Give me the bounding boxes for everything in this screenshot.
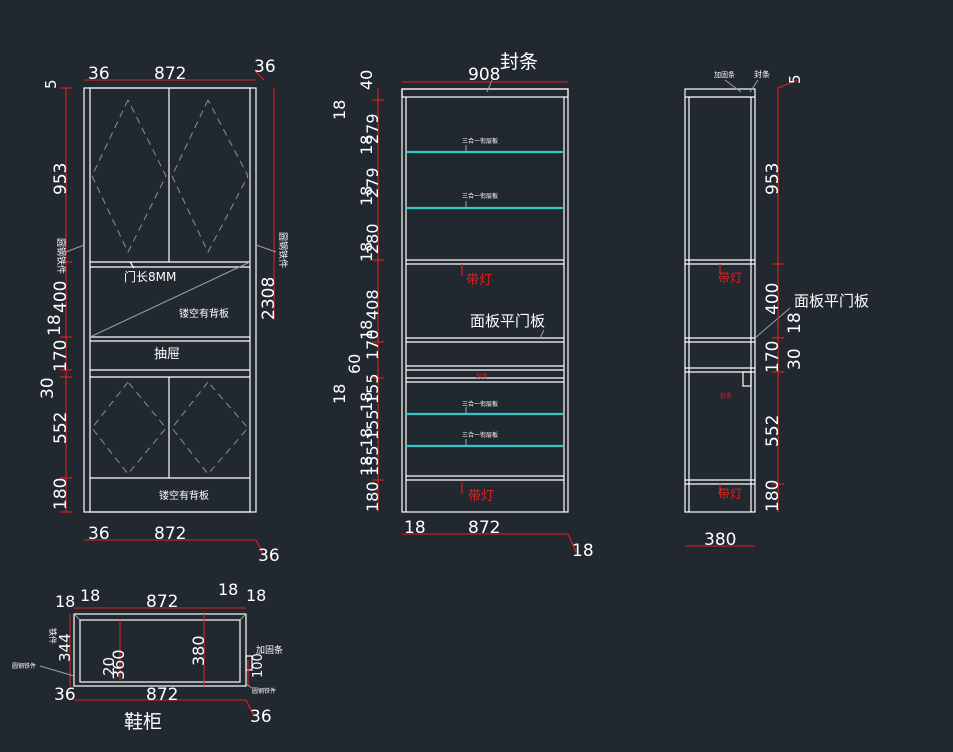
side-dim-400: 400 [763,283,783,315]
side-strip-note: 封条 [720,392,732,400]
section-strip-note: 封条 [476,372,488,380]
section-dim-155c: 155 [363,445,382,476]
plan-inner-dim-20: 20 [100,657,118,676]
section-shelf-note-3: 三合一衔层板 [462,400,498,408]
side-outline [684,88,756,513]
plan-tag-right: 加固条 [256,644,283,656]
plan-top-dim-18d: 18 [246,586,266,605]
section-bottom-dim-18a: 18 [404,518,426,538]
side-light-2: 带灯 [718,487,742,501]
section-panel-door-note: 面板平门板 [470,312,545,330]
front-left-dim-180: 180 [51,478,71,510]
front-left-dim-953: 953 [51,163,71,195]
plan-top-dim-872: 872 [146,592,178,612]
section-light-2: 带灯 [468,489,494,504]
section-dim-18b: 18 [357,135,376,155]
section-top-width: 908 [468,65,500,85]
plan-tag-right-2: 圆钢铁件 [252,687,276,695]
section-dim-60: 60 [345,354,364,374]
section-shelf-note-1: 三合一衔层板 [462,137,498,145]
section-elevation: 封条 908 40 18 279 18 279 18 280 18 408 18… [330,51,594,561]
side-light-1: 带灯 [718,271,742,285]
side-dim-953: 953 [763,163,783,195]
plan-title: 鞋柜 [124,711,162,733]
front-top-dim-36b: 36 [254,57,276,77]
plan-top-dim-18a: 18 [55,592,75,611]
section-title-strip: 封条 [500,51,538,73]
section-shelf-note-2: 三合一衔层板 [462,192,498,200]
front-top-dim-872: 872 [154,64,186,84]
side-dim-18: 18 [785,312,805,334]
section-dim-279a: 279 [363,113,382,144]
plan-tag-left-2: 铁件 [48,628,58,644]
section-dim-18f: 18 [330,384,349,404]
front-top-dim-5: 5 [42,79,60,89]
front-side-right-note: 圆钢铁件 [277,232,289,268]
plan-inner-dim-360: 360 [109,649,128,680]
side-tag-reinforce: 加固条 [714,70,735,79]
plan-inner-dim-380: 380 [189,635,208,666]
front-inner-frame [89,87,251,513]
plan-view: 18 18 872 18 18 344 圆钢铁件 铁件 20 360 380 加… [12,580,283,733]
section-dim-155b: 155 [363,409,382,440]
front-elevation: 5 36 872 36 953 400 18 170 30 552 180 36… [38,57,289,566]
section-dim-40: 40 [357,70,376,90]
section-bottom-dim-18b: 18 [572,541,594,561]
plan-top-dim-18c: 18 [218,580,238,599]
side-dim-180: 180 [763,480,783,512]
section-dim-18a: 18 [330,100,349,120]
plan-bottom-dim-872: 872 [146,685,178,705]
plan-outline [73,613,247,687]
side-dim-552: 552 [763,415,783,447]
front-top-dim-36a: 36 [88,64,110,84]
front-bottom-dim-872: 872 [154,524,186,544]
plan-bottom-dim-36b: 36 [250,707,272,727]
plan-top-dim-18b: 18 [80,586,100,605]
section-dim-18d: 18 [357,242,376,262]
section-shelf-note-4: 三合一衔层板 [462,431,498,439]
section-light-1: 带灯 [466,273,492,288]
front-left-dim-552: 552 [51,412,71,444]
section-bottom-dim-872: 872 [468,518,500,538]
section-dim-279b: 279 [363,167,382,198]
plan-bottom-dim-36a: 36 [54,685,76,705]
front-total-height: 2308 [259,277,279,320]
front-bottom-dim-36b: 36 [258,546,280,566]
side-top-dim-5: 5 [786,74,804,84]
front-bottom-dim-36a: 36 [88,524,110,544]
section-dim-170: 170 [363,329,382,360]
section-dim-18h: 18 [357,428,376,448]
section-dim-408: 408 [363,289,382,320]
front-back-panel-1: 镂空有背板 [179,307,229,320]
section-dim-180: 180 [363,481,382,512]
section-dim-18g: 18 [357,392,376,412]
front-drawer-label: 抽屉 [154,347,180,362]
section-dim-155a: 155 [363,373,382,404]
side-dim-30: 30 [785,348,805,370]
front-left-dim-18: 18 [45,314,65,336]
front-door-note: 门长8MM [124,269,176,284]
side-elevation: 加固条 封条 5 953 400 18 170 30 552 180 带灯 面板… [684,69,869,550]
side-tag-strip: 封条 [754,69,770,79]
plan-right-dim-100: 100 [251,653,266,678]
section-dim-18e: 18 [357,320,376,340]
section-dim-280: 280 [363,223,382,254]
section-dim-18c: 18 [357,186,376,206]
front-left-dim-400: 400 [51,281,71,313]
side-dim-170: 170 [763,341,783,373]
side-panel-door-note: 面板平门板 [794,292,869,310]
plan-left-dim-344: 344 [56,633,74,662]
side-depth-dim: 380 [704,530,736,550]
front-left-dim-30: 30 [38,377,58,399]
front-side-left-note: 圆钢铁件 [55,238,67,274]
section-dim-18i: 18 [357,456,376,476]
front-left-dim-170: 170 [51,340,71,372]
plan-tag-left: 圆钢铁件 [12,662,36,670]
front-back-panel-2: 镂空有背板 [159,489,209,502]
